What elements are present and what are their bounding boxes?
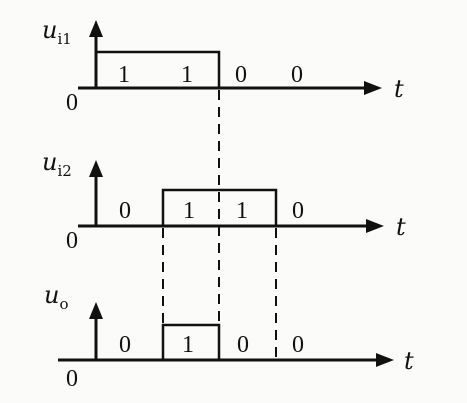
ui1-bit-4: 0 [291,62,303,88]
alignment-guides [162,90,277,360]
ui2-t-label: t [396,213,406,241]
uo-t-label: t [404,347,414,375]
ui1-pulse [94,50,221,88]
uo-pulse [161,323,221,360]
ui2-bit-2: 1 [183,198,195,224]
ui1-name: ui1 [42,16,72,48]
ui2-bit-4: 0 [292,198,304,224]
ui1-bit-2: 1 [181,62,193,88]
ui1-y-arrow-icon [89,20,103,37]
uo-bit-3: 0 [237,332,249,358]
uo-name: uo [44,281,69,313]
uo-y-arrow-icon [89,302,103,319]
signal-uo: uo t 0 0 1 0 0 [44,281,414,392]
uo-origin-label: 0 [66,366,78,392]
uo-bit-2: 1 [182,332,194,358]
signal-ui2: ui2 t 0 0 1 1 0 [42,148,406,254]
ui2-origin-label: 0 [66,228,78,254]
ui2-y-arrow-icon [89,160,103,177]
uo-bit-1: 0 [119,332,131,358]
ui1-t-label: t [394,75,404,103]
ui1-t-arrow-icon [364,81,382,95]
ui1-origin-label: 0 [66,90,78,116]
ui2-bit-3: 1 [236,198,248,224]
ui2-t-arrow-icon [366,219,384,233]
ui1-bit-1: 1 [118,62,130,88]
uo-bit-4: 0 [292,332,304,358]
ui1-bit-3: 0 [235,62,247,88]
signal-ui1: ui1 t 0 1 1 0 0 [42,16,404,116]
ui2-bit-1: 0 [119,198,131,224]
ui2-pulse [161,188,278,226]
uo-t-arrow-icon [376,353,394,367]
ui2-name: ui2 [42,148,72,180]
